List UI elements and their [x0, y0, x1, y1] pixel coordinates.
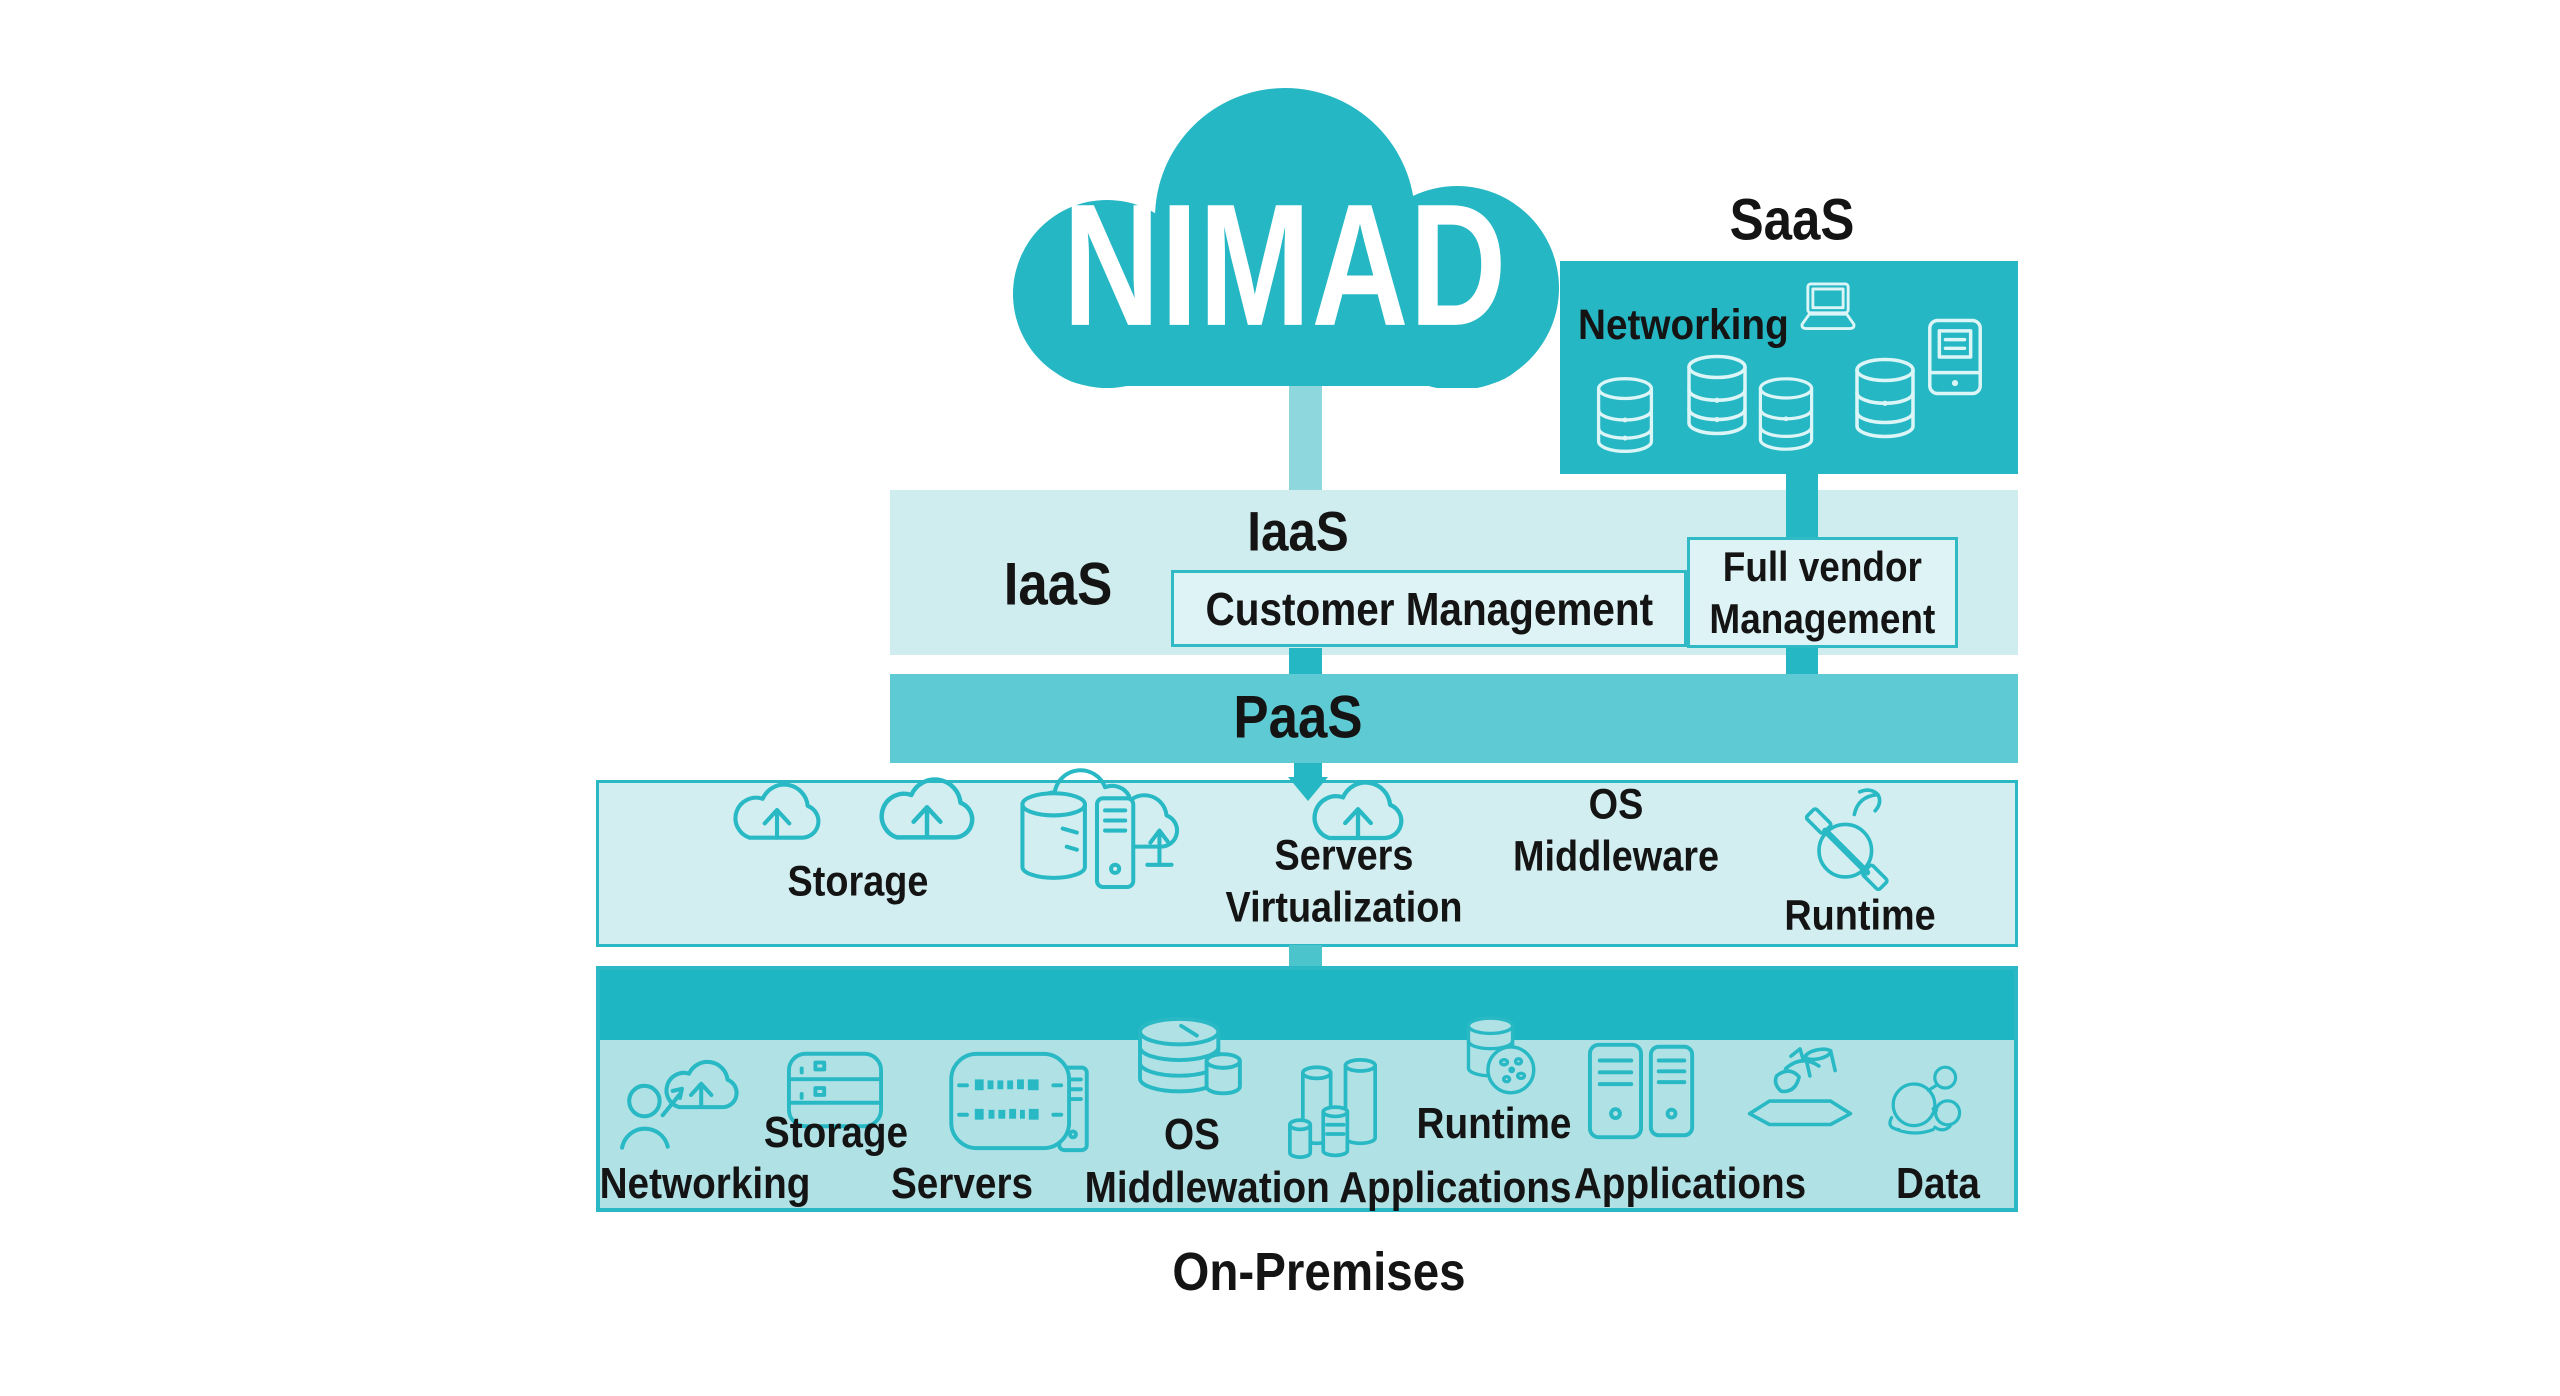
onprem-data-label: Data — [1896, 1159, 1980, 1208]
laptop-icon — [1792, 275, 1864, 339]
cylinder-group-icon — [1288, 1052, 1390, 1166]
connector-saas-to-vendor — [1786, 474, 1818, 540]
database-server-cloud-icon — [1012, 756, 1184, 892]
connector-iaas-to-paas — [1289, 648, 1322, 674]
brand-title: NIMAD — [1062, 168, 1508, 363]
onprem-header-strip — [600, 970, 2014, 1040]
paas-band — [890, 674, 2018, 763]
onprem-applications-label: Applications — [1573, 1159, 1807, 1208]
virtual-storage-label: Storage — [787, 857, 929, 906]
barrel-disc-icon — [1460, 1010, 1538, 1106]
database-icon — [1592, 373, 1658, 457]
virtual-runtime-label: Runtime — [1784, 891, 1936, 940]
saas-networking-label: Networking — [1578, 301, 1789, 349]
onprem-middlewation-label: Middlewation Applications — [1084, 1163, 1572, 1212]
iaas-title: IaaS — [1247, 499, 1349, 563]
virtual-layer-band — [596, 780, 2018, 947]
database-icon — [1754, 373, 1818, 455]
person-cloud-icon — [616, 1042, 758, 1156]
onprem-storage-label: Storage — [763, 1108, 909, 1157]
on-premises-title: On-Premises — [1172, 1242, 1466, 1302]
onprem-runtime-label: Runtime — [1416, 1099, 1572, 1148]
saas-title: SaaS — [1729, 187, 1855, 253]
laptop-objects-icon — [1746, 1034, 1854, 1134]
server-towers-icon — [1586, 1040, 1702, 1142]
brand-cloud-icon — [995, 88, 1575, 388]
onprem-os-label: OS — [1164, 1110, 1220, 1159]
connector-vendor-to-paas — [1786, 648, 1818, 674]
down-arrow-icon — [1284, 763, 1332, 803]
database-stack-icon — [1128, 1014, 1246, 1108]
saas-box: Networking — [1560, 261, 2018, 474]
onprem-servers-label: Servers — [890, 1159, 1034, 1208]
connector-virtual-to-onprem — [1289, 945, 1322, 968]
virtual-servers-label: Servers Virtualization — [1225, 831, 1463, 932]
cloud-upload-icon — [862, 757, 992, 853]
tablet-icon — [1926, 317, 1984, 397]
server-chip-icon — [943, 1048, 1095, 1156]
virtual-os-middleware-label: OS Middleware — [1512, 780, 1720, 881]
onprem-networking-label: Networking — [599, 1159, 811, 1208]
database-icon — [1682, 347, 1752, 443]
full-vendor-management-label: Full vendor Management — [1709, 543, 1936, 642]
cloud-upload-icon — [720, 764, 834, 852]
paas-title: PaaS — [1233, 683, 1363, 751]
customer-management-box: Customer Management — [1171, 570, 1687, 647]
connector-cloud-to-iaas — [1289, 377, 1322, 492]
molecule-icon — [1882, 1054, 1962, 1146]
storage-rack-icon — [786, 1050, 884, 1130]
full-vendor-management-box: Full vendor Management — [1687, 537, 1958, 648]
runtime-gyroscope-icon — [1800, 781, 1896, 895]
database-icon — [1850, 351, 1920, 445]
customer-management-label: Customer Management — [1205, 582, 1653, 635]
cloud-upload-icon — [1298, 761, 1418, 853]
iaas-side-label: IaaS — [1003, 550, 1113, 618]
